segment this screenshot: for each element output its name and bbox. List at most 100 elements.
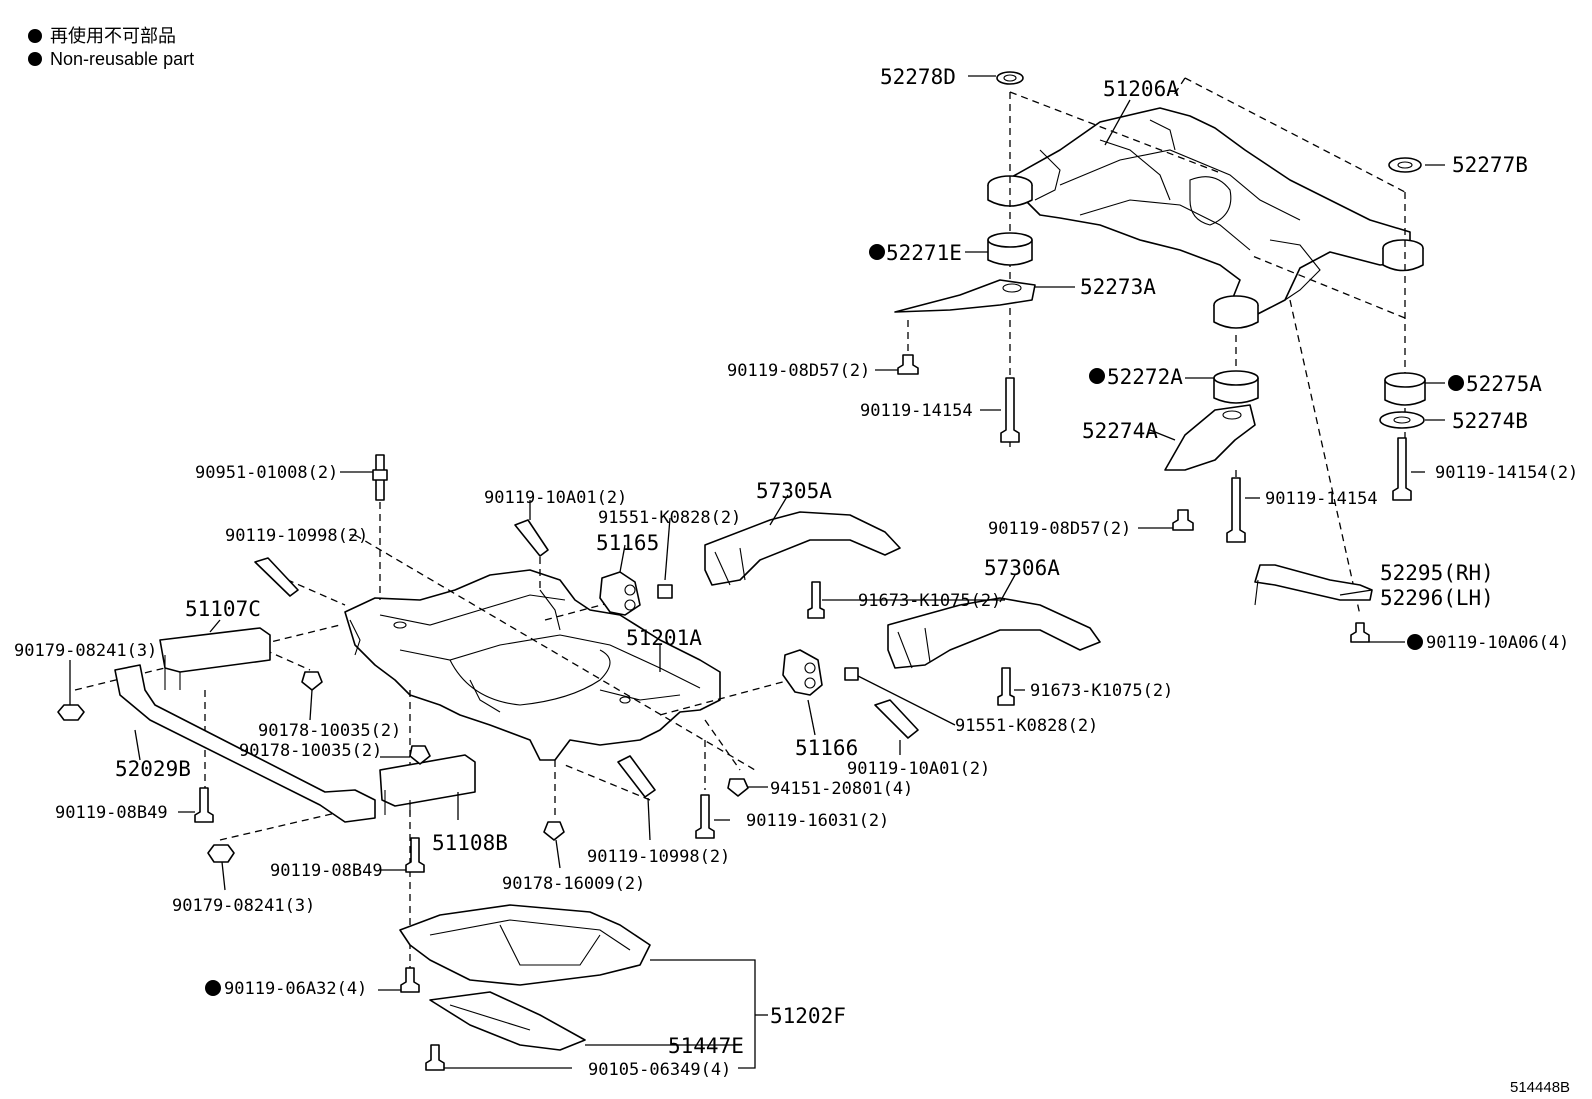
bolt-90119-06A32: [400, 967, 420, 993]
label-90119-08B49-b: 90119-08B49: [270, 861, 383, 881]
label-90178-10035-a: 90178-10035(2): [258, 721, 401, 741]
non-reusable-marker-icon: [205, 980, 221, 996]
label-91673-K1075-a: 91673-K1075(2): [858, 591, 1001, 611]
label-52271E: 52271E: [886, 241, 962, 265]
bolt-90119-14154-a: [1000, 377, 1020, 443]
bolt-90119-10A01-b: [874, 699, 919, 739]
legend: 再使用不可部品 Non-reusable part: [28, 26, 194, 69]
label-90119-08B49-a: 90119-08B49: [55, 803, 168, 823]
bolt-90105-06349: [425, 1044, 445, 1071]
label-51165: 51165: [596, 531, 659, 555]
front-fasteners: [57, 454, 1015, 1071]
nut-94151-20801: [727, 778, 749, 797]
part-51202F: [399, 904, 651, 986]
part-57306A: [887, 597, 1101, 669]
label-90119-14154-b: 90119-14154(2): [1435, 463, 1578, 483]
label-52296: 52296(LH): [1380, 586, 1494, 610]
legend-japanese: 再使用不可部品: [50, 26, 176, 46]
label-90119-08D57-b: 90119-08D57(2): [988, 519, 1131, 539]
nut-90178-10035-b: [409, 745, 431, 765]
label-94151-20801: 94151-20801(4): [770, 779, 913, 799]
part-52274A: [1164, 404, 1256, 471]
label-52278D: 52278D: [880, 65, 956, 89]
label-52029B: 52029B: [115, 757, 191, 781]
label-51108B: 51108B: [432, 831, 508, 855]
part-57305A: [704, 511, 901, 586]
non-reusable-marker-icon: [1407, 634, 1423, 650]
label-90119-16031: 90119-16031(2): [746, 811, 889, 831]
label-57305A: 57305A: [756, 479, 832, 503]
label-90178-16009: 90178-16009(2): [502, 874, 645, 894]
bolt-91551-K0828-b: [844, 667, 859, 681]
label-52272A: 52272A: [1107, 365, 1183, 389]
bolt-90119-16031: [695, 794, 715, 839]
non-reusable-marker-icon: [1448, 375, 1464, 391]
part-52277B: [1388, 157, 1422, 173]
label-90179-08241-b: 90179-08241(3): [172, 896, 315, 916]
legend-english: Non-reusable part: [50, 49, 194, 69]
label-90119-14154-c: 90119-14154: [1265, 489, 1378, 509]
part-52278D: [996, 71, 1024, 85]
bolt-91551-K0828-a: [657, 584, 673, 599]
part-51166: [782, 649, 823, 696]
non-reusable-marker-icon: [1089, 368, 1105, 384]
front-parts: [114, 511, 1101, 1051]
bolt-91673-K1075-a: [807, 581, 825, 619]
label-90119-14154-a: 90119-14154: [860, 401, 973, 421]
bolt-90119-10A06: [1350, 622, 1370, 643]
bolt-90119-08B49-a: [194, 787, 214, 823]
rear-bushings: [894, 71, 1426, 606]
part-52029B: [114, 664, 376, 823]
label-52274A: 52274A: [1082, 419, 1158, 443]
part-51107C: [159, 627, 271, 673]
bolt-90119-08D57-a: [897, 354, 919, 375]
rear-bolts: [897, 354, 1412, 643]
label-90119-06A32: 90119-06A32(4): [224, 979, 367, 999]
part-51108B: [379, 754, 476, 807]
bolt-90119-14154-b: [1392, 437, 1412, 501]
figure-reference: 514448B: [1510, 1079, 1570, 1096]
label-51166: 51166: [795, 736, 858, 760]
part-52274B: [1379, 411, 1425, 429]
label-51206A: 51206A: [1103, 77, 1179, 101]
label-90119-08D57-a: 90119-08D57(2): [727, 361, 870, 381]
bolt-90119-10A01-a: [514, 519, 549, 557]
non-reusable-marker-icon: [869, 244, 885, 260]
nut-90178-10035-a: [301, 671, 323, 691]
label-52274B: 52274B: [1452, 409, 1528, 433]
label-90119-10998-a: 90119-10998(2): [225, 526, 368, 546]
label-90178-10035-b: 90178-10035(2): [239, 741, 382, 761]
label-51201A: 51201A: [626, 626, 702, 650]
label-91551-K0828-a: 91551-K0828(2): [598, 508, 741, 528]
rear-subframe-51206A: [987, 107, 1424, 329]
label-57306A: 57306A: [984, 556, 1060, 580]
part-labels: 52278D 51206A 52277B 52271E 52273A 90119…: [14, 65, 1578, 1080]
bolt-91673-K1075-b: [997, 667, 1015, 706]
label-51202F: 51202F: [770, 1004, 846, 1028]
label-90119-10A01-b: 90119-10A01(2): [847, 759, 990, 779]
label-52275A: 52275A: [1466, 372, 1542, 396]
label-52273A: 52273A: [1080, 275, 1156, 299]
bolt-90119-10998-a: [254, 557, 299, 597]
label-90119-10A06: 90119-10A06(4): [1426, 633, 1569, 653]
label-90179-08241-a: 90179-08241(3): [14, 641, 157, 661]
nut-90178-16009: [543, 821, 565, 841]
label-91551-K0828-b: 91551-K0828(2): [955, 716, 1098, 736]
bolt-90119-10998-b: [617, 755, 656, 798]
label-52295: 52295(RH): [1380, 561, 1494, 585]
label-90119-10A01-a: 90119-10A01(2): [484, 488, 627, 508]
nut-90179-08241-a: [57, 704, 85, 721]
label-90951-01008: 90951-01008(2): [195, 463, 338, 483]
label-51107C: 51107C: [185, 597, 261, 621]
bolt-90119-14154-c: [1226, 477, 1246, 543]
bolt-90119-08B49-b: [405, 837, 425, 873]
bolt-90119-08D57-b: [1172, 509, 1194, 531]
nut-90179-08241-b: [207, 844, 235, 863]
non-reusable-marker-icon: [28, 52, 42, 66]
part-51165: [599, 571, 641, 616]
leader-lines: [69, 75, 1445, 1069]
label-51447E: 51447E: [668, 1034, 744, 1058]
part-52295-52296: [1254, 564, 1373, 601]
label-90119-10998-b: 90119-10998(2): [587, 847, 730, 867]
label-52277B: 52277B: [1452, 153, 1528, 177]
